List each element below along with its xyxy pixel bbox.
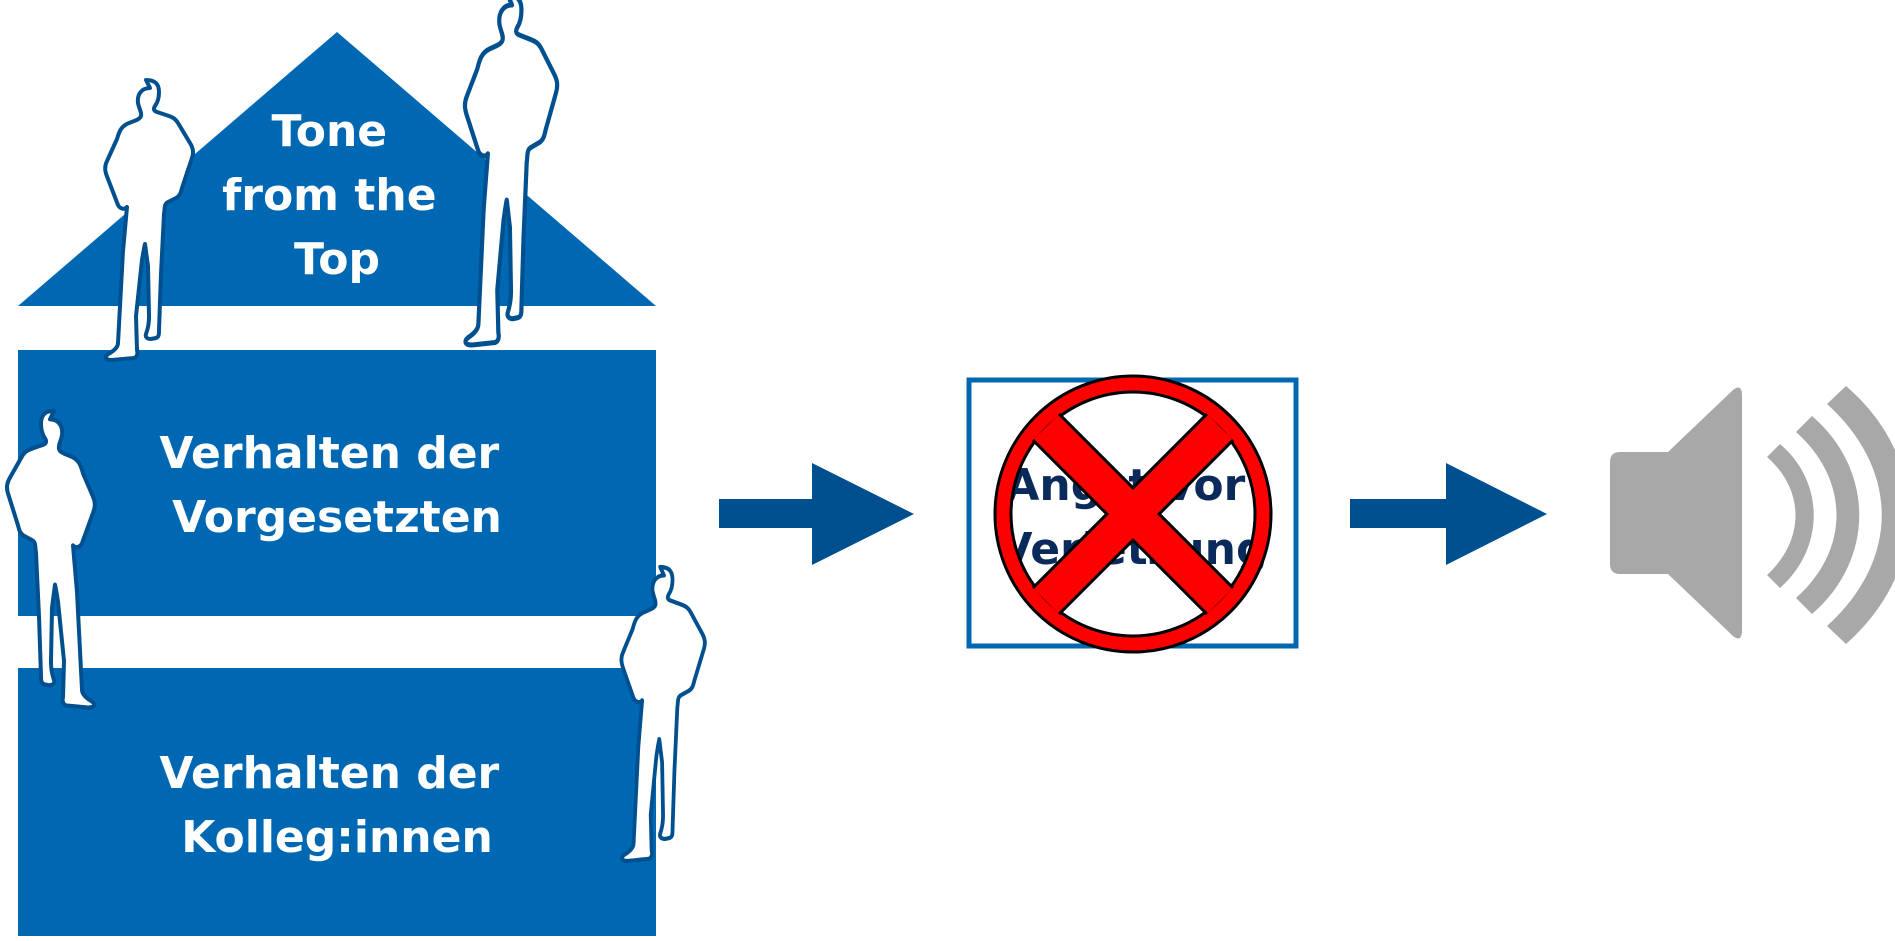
fear-box: Angst vor Verletzung [969, 380, 1296, 646]
block-colleagues [18, 668, 656, 936]
speaker-loud-icon [1610, 386, 1895, 644]
block-supervisors-line-1: Verhalten der [159, 428, 499, 479]
arrow-right-icon [1350, 463, 1547, 565]
block-supervisors-line-2: Vorgesetzten [172, 492, 502, 543]
roof-label-line-3: Top [294, 234, 380, 285]
roof-label-line-1: Tone [272, 106, 388, 157]
block-supervisors [18, 350, 656, 616]
arrow-right-icon [719, 463, 914, 565]
block-colleagues-line-1: Verhalten der [159, 748, 499, 799]
roof-label-line-2: from the [222, 170, 436, 221]
block-colleagues-line-2: Kolleg:innen [181, 812, 493, 863]
